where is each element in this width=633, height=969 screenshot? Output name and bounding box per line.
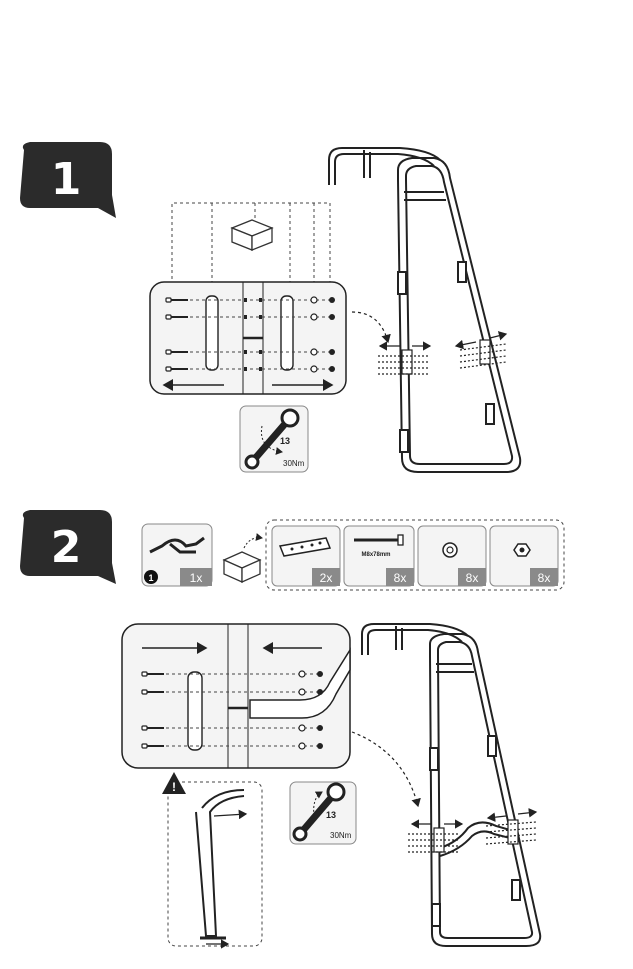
hardware-qty-washer: 8x <box>466 571 479 585</box>
wrench-icon <box>248 414 294 466</box>
step-1-callout-arrow <box>351 311 391 344</box>
step-1-frame <box>328 147 522 473</box>
step-2-frame-hardware <box>408 808 538 853</box>
warning-icon <box>162 772 186 794</box>
step-1-torque-panel: 13 30Nm <box>239 405 309 473</box>
part-quantity: 1x <box>190 571 203 585</box>
step-2-torque-panel: 13 30Nm <box>289 781 357 845</box>
step-2: 2 1 1x 2x <box>20 510 565 949</box>
step-2-badge: 2 <box>20 510 116 584</box>
hardware-qty-nut: 8x <box>538 571 551 585</box>
hardware-card-washer: 8x <box>417 525 487 587</box>
step-2-part-card: 1 1x <box>141 523 213 587</box>
step-1: 1 <box>20 142 522 473</box>
step-2-torque-value: 30Nm <box>330 831 352 840</box>
step-1-detail-panel <box>149 281 347 395</box>
step-2-wrench-size: 13 <box>326 810 336 820</box>
step-1-badge: 1 <box>20 142 116 218</box>
part-index: 1 <box>148 573 153 583</box>
pull-up-bar-icon <box>149 536 205 554</box>
hardware-card-connector-plate: 2x <box>271 525 341 587</box>
step-2-frame <box>361 623 542 947</box>
step-2-detail-panel <box>121 623 351 769</box>
hardware-card-nut: 8x <box>489 525 559 587</box>
hardware-qty-bolt: 8x <box>394 571 407 585</box>
warning-symbol: ! <box>172 780 176 794</box>
step-1-number: 1 <box>51 154 82 205</box>
box-icon <box>230 219 274 251</box>
step-2-hardware-group: 2x M8x78mm 8x 8x <box>265 519 565 591</box>
step-1-torque-value: 30Nm <box>283 459 305 468</box>
step-2-box-icon <box>222 551 262 584</box>
step-1-frame-hardware-left <box>378 341 432 375</box>
step-2-callout-arrow <box>351 731 421 808</box>
step-2-warning-inset: ! <box>162 772 263 949</box>
hardware-qty-plate: 2x <box>320 571 333 585</box>
step-1-frame-hardware-right <box>454 331 508 369</box>
step-1-wrench-size: 13 <box>280 436 290 446</box>
bolt-size: M8x78mm <box>361 552 390 558</box>
step-2-number: 2 <box>51 522 82 573</box>
step-1-hardware-guides <box>171 202 331 292</box>
hardware-card-bolt: M8x78mm 8x <box>343 525 415 587</box>
